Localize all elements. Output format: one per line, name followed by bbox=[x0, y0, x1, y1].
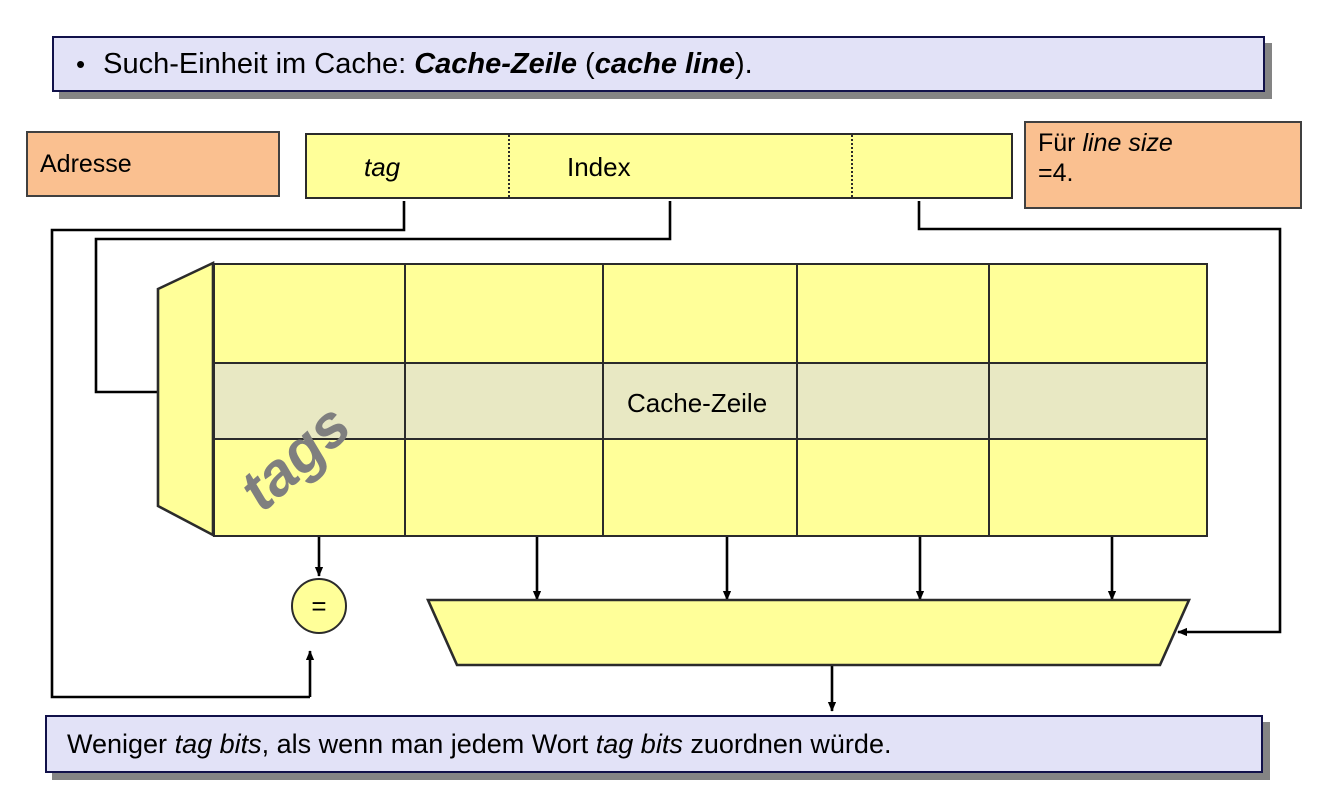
cache-cell bbox=[215, 265, 406, 364]
address-field-index-label: Index bbox=[567, 152, 631, 182]
address-label-box: Adresse bbox=[26, 131, 280, 197]
cache-cell-highlighted bbox=[990, 364, 1206, 440]
multiplexer-shape bbox=[425, 598, 1192, 667]
address-divider-index-offset bbox=[851, 135, 853, 197]
address-field-tag-label: tag bbox=[364, 152, 401, 182]
cache-cell bbox=[406, 440, 604, 535]
cache-cell-highlighted bbox=[215, 364, 406, 440]
footer-text: Weniger tag bits, als wenn man jedem Wor… bbox=[67, 728, 892, 759]
cache-array-grid bbox=[213, 263, 1208, 537]
cache-cell-highlighted bbox=[406, 364, 604, 440]
cache-cell bbox=[604, 440, 798, 535]
tag-array-shape bbox=[156, 260, 215, 538]
cache-cell-highlighted bbox=[798, 364, 990, 440]
cache-cell bbox=[798, 440, 990, 535]
line-size-note-box: Für line size =4. bbox=[1024, 121, 1302, 209]
cache-cell bbox=[604, 265, 798, 364]
footer-callout-box: Weniger tag bits, als wenn man jedem Wor… bbox=[45, 715, 1263, 773]
comparator-symbol: = bbox=[311, 590, 327, 621]
comparator-equals: = bbox=[291, 578, 347, 634]
cache-cell bbox=[406, 265, 604, 364]
cache-line-label: Cache-Zeile bbox=[627, 388, 768, 418]
bullet-icon: • bbox=[76, 48, 86, 79]
title-text: Such-Einheit im Cache: Cache-Zeile (cach… bbox=[103, 47, 753, 80]
cache-cell bbox=[990, 265, 1206, 364]
line-size-note-text: Für line size =4. bbox=[1038, 129, 1173, 187]
title-callout-box: • Such-Einheit im Cache: Cache-Zeile (ca… bbox=[52, 36, 1265, 92]
address-divider-tag-index bbox=[508, 135, 510, 197]
address-label-text: Adresse bbox=[40, 149, 132, 178]
cache-cell bbox=[798, 265, 990, 364]
address-field-bar bbox=[305, 133, 1013, 199]
cache-cell bbox=[990, 440, 1206, 535]
cache-cell bbox=[215, 440, 406, 535]
cache-cell-highlighted bbox=[604, 364, 798, 440]
